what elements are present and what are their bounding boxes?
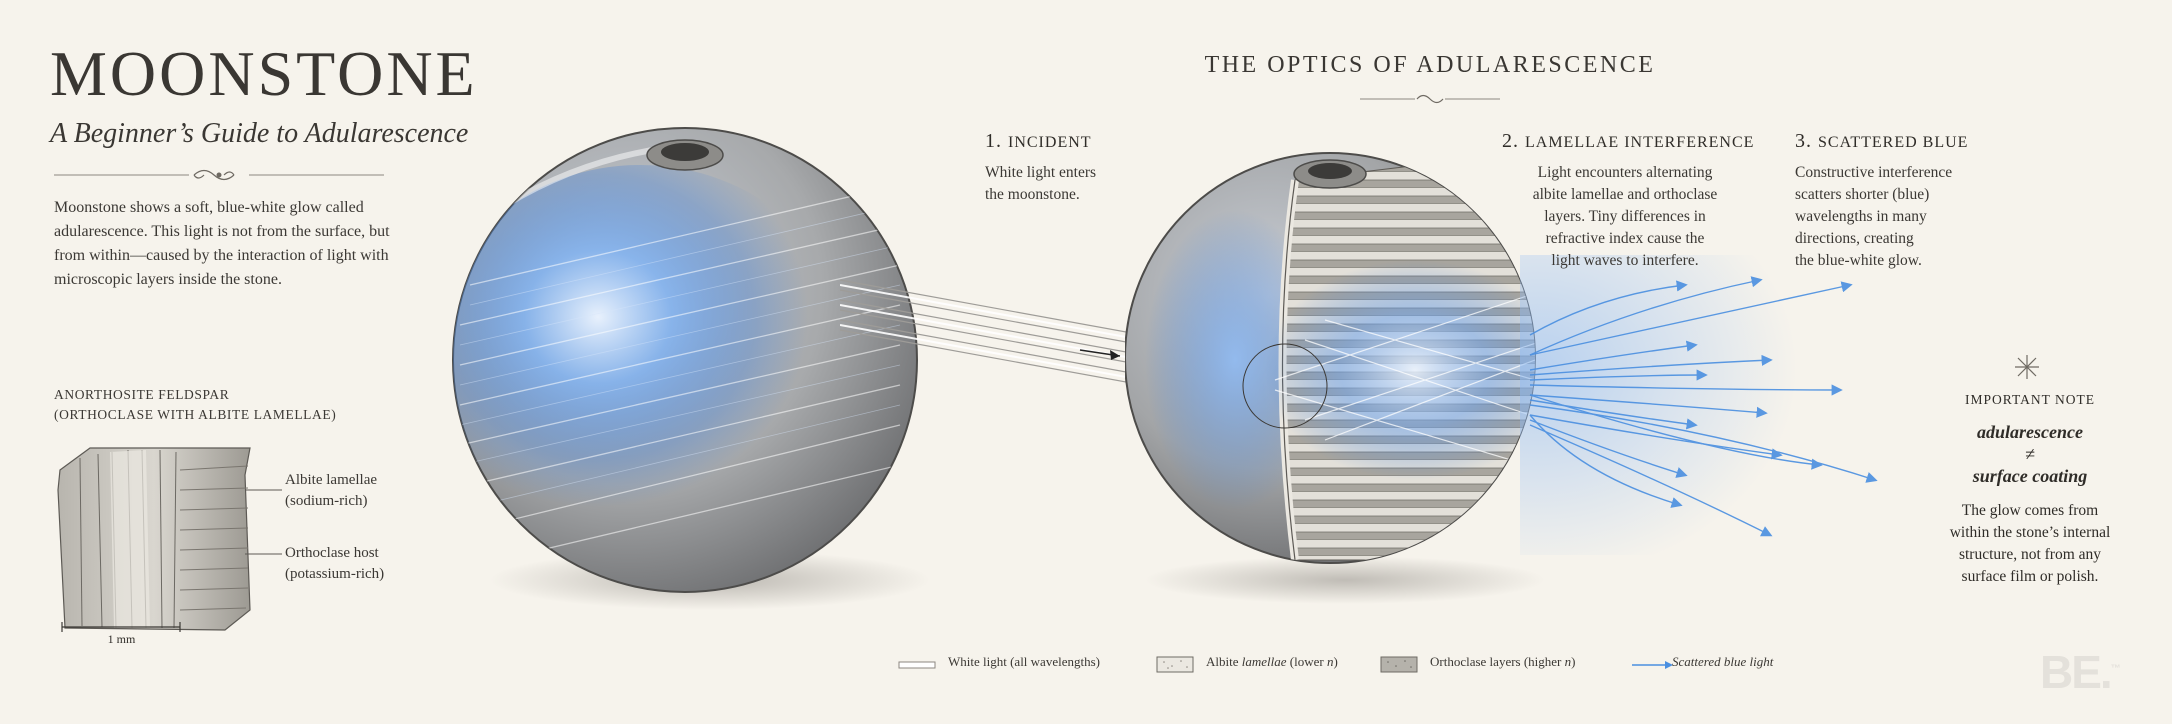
feldspar-specimen-illustration (57, 447, 282, 631)
scale-bar (61, 622, 181, 632)
legend-scattered-label: Scattered blue light (1672, 654, 1774, 669)
note-term-surface-coating: surface coating (1972, 466, 2088, 486)
orthoclase-host-label: Orthoclase host (potassium-rich) (285, 545, 385, 582)
step-scattered-body: Constructive interference scatters short… (1795, 164, 1953, 269)
legend-albite-label: Albite lamellae (lower n) (1206, 654, 1338, 669)
albite-lamellae-label: Albite lamellae (sodium-rich) (285, 472, 378, 509)
scale-bar-label: 1 mm (107, 632, 136, 646)
legend-scattered-arrow-icon (1632, 661, 1673, 669)
step-interference-body: Light encounters alternating albite lame… (1532, 164, 1718, 269)
important-note-body: The glow comes from within the stone’s i… (1949, 502, 2111, 585)
note-term-adularescence: adularescence (1977, 422, 2083, 442)
step-scattered-heading: 3.SCATTERED BLUE (1795, 130, 1969, 152)
step-incident-body: White light enters the moonstone. (985, 164, 1097, 203)
brand-logo: BE.™ (2040, 646, 2121, 698)
page-subtitle: A Beginner’s Guide to Adularescence (50, 118, 469, 149)
important-note-label: IMPORTANT NOTE (1965, 392, 2095, 407)
step-interference-heading: 2.LAMELLAE INTERFERENCE (1502, 130, 1755, 152)
title-ornament-divider (54, 169, 384, 181)
legend-albite-swatch (1156, 656, 1194, 673)
section-ornament-divider (1360, 94, 1500, 104)
specimen-heading-line1: ANORTHOSITE FELDSPAR (54, 387, 230, 402)
asterisk-ornament-icon (2015, 355, 2039, 379)
moonstone-sphere-cross-section (1125, 152, 1545, 604)
moonstone-sphere-whole (452, 127, 930, 610)
step-incident-heading: 1.INCIDENT (985, 130, 1092, 152)
intro-paragraph: Moonstone shows a soft, blue-white glow … (54, 199, 390, 288)
optics-section-title: THE OPTICS OF ADULARESCENCE (1204, 52, 1656, 78)
incident-light-beam (840, 279, 1171, 391)
not-equal-symbol: ≠ (2025, 444, 2035, 464)
incident-arrowhead (1110, 350, 1120, 360)
legend-white-light-swatch (898, 661, 936, 669)
legend-white-light-label: White light (all wavelengths) (948, 654, 1100, 669)
specimen-heading-line2: (ORTHOCLASE WITH ALBITE LAMELLAE) (54, 407, 337, 422)
page-title: MOONSTONE (50, 38, 478, 109)
legend-orthoclase-swatch (1380, 656, 1418, 673)
scattered-blue-rays (1520, 255, 1890, 555)
legend: White light (all wavelengths) Albite lam… (898, 654, 1798, 680)
interference-zone-marker (1242, 343, 1328, 429)
specimen-heading: ANORTHOSITE FELDSPAR (ORTHOCLASE WITH AL… (54, 385, 336, 425)
legend-orthoclase-label: Orthoclase layers (higher n) (1430, 654, 1576, 669)
